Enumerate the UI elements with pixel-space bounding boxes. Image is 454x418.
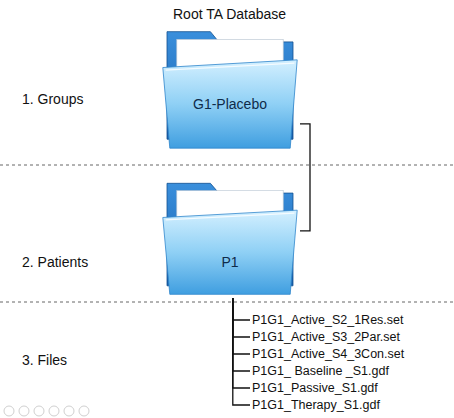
diagram-title: Root TA Database xyxy=(173,6,286,22)
folder-label: P1 xyxy=(221,254,238,270)
tree-connector xyxy=(233,298,250,371)
file-name: P1G1_Active_S2_1Res.set xyxy=(252,313,403,327)
tree-connector xyxy=(233,298,250,320)
tree-connector xyxy=(233,298,250,354)
level-divider xyxy=(0,302,454,303)
file-entry: P1G1_ Baseline _S1.gdf xyxy=(250,363,391,379)
level-label: 2. Patients xyxy=(22,254,88,270)
file-entry: P1G1_Active_S2_1Res.set xyxy=(250,312,405,328)
file-entry: P1G1_Therapy_S1.gdf xyxy=(250,397,382,413)
file-name: P1G1_Active_S4_3Con.set xyxy=(252,347,404,361)
level-label: 3. Files xyxy=(22,352,67,368)
level-divider xyxy=(0,165,454,166)
file-name: P1G1_Active_S3_2Par.set xyxy=(252,330,400,344)
folder-node: G1-Placebo xyxy=(160,24,300,152)
tree-connector xyxy=(300,124,310,231)
folder-icon xyxy=(160,24,300,152)
tree-connector xyxy=(233,298,250,388)
toolbar-icons xyxy=(4,406,89,416)
file-entry: P1G1_Passive_S1.gdf xyxy=(250,380,380,396)
tree-connector xyxy=(233,298,250,405)
level-label: 1. Groups xyxy=(22,91,83,107)
file-name: P1G1_Therapy_S1.gdf xyxy=(252,398,380,412)
tree-connector xyxy=(233,298,250,337)
file-name: P1G1_Passive_S1.gdf xyxy=(252,381,378,395)
folder-node: P1 xyxy=(160,176,300,298)
file-entry: P1G1_Active_S3_2Par.set xyxy=(250,329,402,345)
folder-label: G1-Placebo xyxy=(193,96,267,112)
folder-icon xyxy=(160,176,300,298)
file-entry: P1G1_Active_S4_3Con.set xyxy=(250,346,406,362)
file-name: P1G1_ Baseline _S1.gdf xyxy=(252,364,389,378)
